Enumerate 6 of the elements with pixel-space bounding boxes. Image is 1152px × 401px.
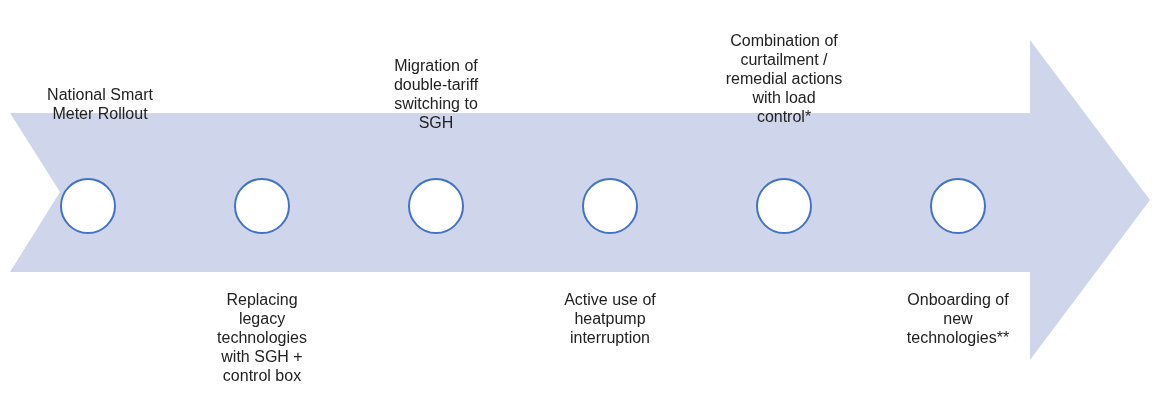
step-label: National Smart Meter Rollout — [46, 85, 154, 123]
step-label: Combination of curtailment / remedial actions with load control* — [724, 31, 844, 126]
step-label: Migration of double-tariff switching to SGH — [392, 56, 480, 132]
step-label: Replacing legacy technologies with SGH + control box — [216, 290, 308, 385]
step-label: Onboarding of new technologies** — [905, 290, 1011, 347]
step-label: Active use of heatpump interruption — [563, 290, 657, 347]
